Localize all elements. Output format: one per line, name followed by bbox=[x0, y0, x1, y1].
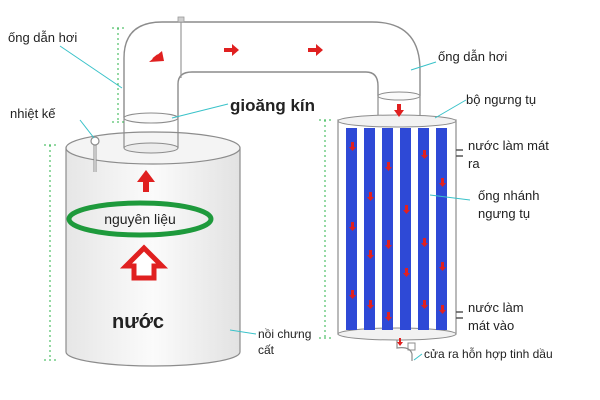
label-still-line1: nồi chưng bbox=[258, 327, 311, 341]
label-coolant-out-line1: nước làm mát bbox=[468, 138, 549, 153]
red-arrow-icon bbox=[397, 338, 403, 346]
label-condenser: bộ ngưng tụ bbox=[466, 92, 536, 107]
label-branch-tubes-line1: ống nhánh bbox=[478, 188, 539, 203]
label-coolant-in-line1: nước làm bbox=[468, 300, 524, 315]
label-vapor-pipe-right: ống dẫn hơi bbox=[438, 49, 507, 64]
outlet-spout bbox=[396, 340, 413, 361]
label-thermometer: nhiệt kế bbox=[10, 106, 56, 121]
red-arrow-icon bbox=[137, 170, 155, 192]
label-raw-material: nguyên liệu bbox=[104, 211, 176, 227]
label-branch-tubes-line2: ngưng tụ bbox=[478, 206, 530, 221]
condenser bbox=[337, 91, 463, 361]
label-outlet: cửa ra hỗn hợp tinh dầu bbox=[424, 346, 553, 361]
coolant-ports bbox=[456, 149, 463, 319]
label-coolant-out-line2: ra bbox=[468, 156, 480, 171]
thermometer-icon bbox=[90, 136, 100, 172]
pot-neck bbox=[123, 112, 179, 124]
red-arrow-icon bbox=[308, 44, 323, 56]
label-coolant-in-line2: mát vào bbox=[468, 318, 514, 333]
raw-material-ring bbox=[66, 200, 214, 238]
red-arrow-icon bbox=[394, 104, 404, 117]
red-hollow-up-arrow-icon bbox=[119, 244, 169, 281]
leader-lines bbox=[59, 45, 471, 361]
label-water: nước bbox=[112, 311, 164, 333]
red-arrow-icon bbox=[224, 44, 239, 56]
vapor-pipe bbox=[123, 16, 421, 118]
condensate-arrows bbox=[349, 142, 446, 321]
vapor-flow-arrows bbox=[149, 44, 404, 346]
label-vapor-pipe-left: ống dẫn hơi bbox=[8, 30, 77, 45]
label-still-line2: cất bbox=[258, 343, 275, 357]
dimension-lines bbox=[44, 27, 331, 361]
label-gasket: gioăng kín bbox=[230, 96, 315, 115]
